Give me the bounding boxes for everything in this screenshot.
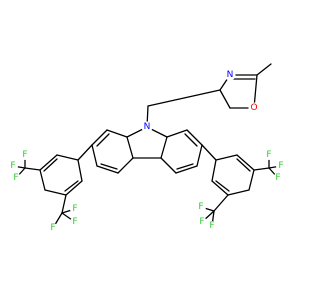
bond bbox=[100, 163, 118, 170]
atom-label-bg bbox=[20, 150, 30, 160]
bond bbox=[96, 165, 119, 174]
atom-label-bg bbox=[141, 121, 153, 133]
bond bbox=[39, 154, 58, 171]
bond bbox=[256, 63, 272, 76]
bond bbox=[91, 129, 108, 146]
atom-label-bg bbox=[224, 69, 236, 81]
atom-label-bg bbox=[196, 202, 206, 212]
atom-label-bg bbox=[248, 102, 260, 114]
atom-label-bg bbox=[11, 173, 21, 183]
bond bbox=[160, 157, 177, 174]
fluorine-label: F bbox=[13, 173, 18, 183]
bond bbox=[248, 169, 255, 191]
atom-label-bg bbox=[197, 217, 207, 227]
fluorine-label: F bbox=[278, 161, 283, 171]
atom-label-bg bbox=[70, 204, 80, 214]
molecule-structure-diagram: N O N F F F F F F F F F F F F bbox=[8, 63, 286, 233]
oxazoline-nitrogen-label: N bbox=[227, 70, 234, 80]
oxazoline-oxygen-label: O bbox=[250, 103, 257, 113]
bond bbox=[160, 136, 168, 159]
bond bbox=[253, 167, 270, 171]
bond bbox=[77, 144, 93, 161]
fluorine-label: F bbox=[199, 217, 204, 227]
atom-label-bg bbox=[273, 173, 283, 183]
bond bbox=[184, 133, 198, 147]
fluorine-label: F bbox=[198, 202, 203, 212]
fluorine-label: F bbox=[72, 217, 77, 227]
bond bbox=[186, 129, 203, 146]
fluorine-label: F bbox=[209, 221, 214, 231]
bond bbox=[201, 144, 217, 161]
fluorine-label: F bbox=[72, 204, 77, 214]
bond bbox=[215, 154, 238, 161]
bond bbox=[211, 180, 229, 196]
bond bbox=[61, 194, 67, 214]
fluorine-label: F bbox=[10, 161, 15, 171]
bond-lines bbox=[12, 63, 282, 229]
bond bbox=[24, 167, 41, 171]
bond bbox=[213, 194, 229, 212]
bond bbox=[236, 158, 251, 172]
bond bbox=[211, 159, 217, 182]
bond bbox=[44, 189, 67, 196]
bond bbox=[56, 154, 79, 161]
atom-label-bg bbox=[276, 161, 286, 171]
bond bbox=[65, 180, 83, 196]
bond bbox=[39, 169, 46, 191]
bond bbox=[96, 133, 110, 147]
fluorine-label: F bbox=[266, 150, 271, 160]
bond bbox=[227, 189, 250, 196]
fluorine-label: F bbox=[50, 223, 55, 233]
bond bbox=[166, 129, 188, 138]
bond bbox=[236, 154, 255, 171]
bond bbox=[106, 129, 128, 138]
bond bbox=[219, 89, 231, 109]
bond bbox=[117, 157, 134, 174]
bond bbox=[175, 165, 198, 174]
fluorine-label: F bbox=[22, 150, 27, 160]
atom-label-bg bbox=[70, 217, 80, 227]
atom-label-bg bbox=[264, 150, 274, 160]
bond bbox=[126, 136, 134, 159]
fluorine-label: F bbox=[275, 173, 280, 183]
bond bbox=[43, 158, 58, 172]
bond bbox=[64, 180, 79, 192]
atom-labels: N O N F F F F F F F F F F F F bbox=[8, 69, 286, 233]
bond bbox=[147, 89, 221, 107]
carbazole-nitrogen-label: N bbox=[144, 122, 151, 132]
bond bbox=[253, 74, 258, 109]
bond bbox=[215, 180, 230, 192]
bond bbox=[77, 159, 83, 182]
atom-label-bg bbox=[207, 221, 217, 231]
atom-label-bg bbox=[8, 161, 18, 171]
bond bbox=[176, 163, 194, 170]
bond bbox=[91, 144, 98, 167]
atom-label-bg bbox=[48, 223, 58, 233]
bond bbox=[196, 144, 203, 167]
